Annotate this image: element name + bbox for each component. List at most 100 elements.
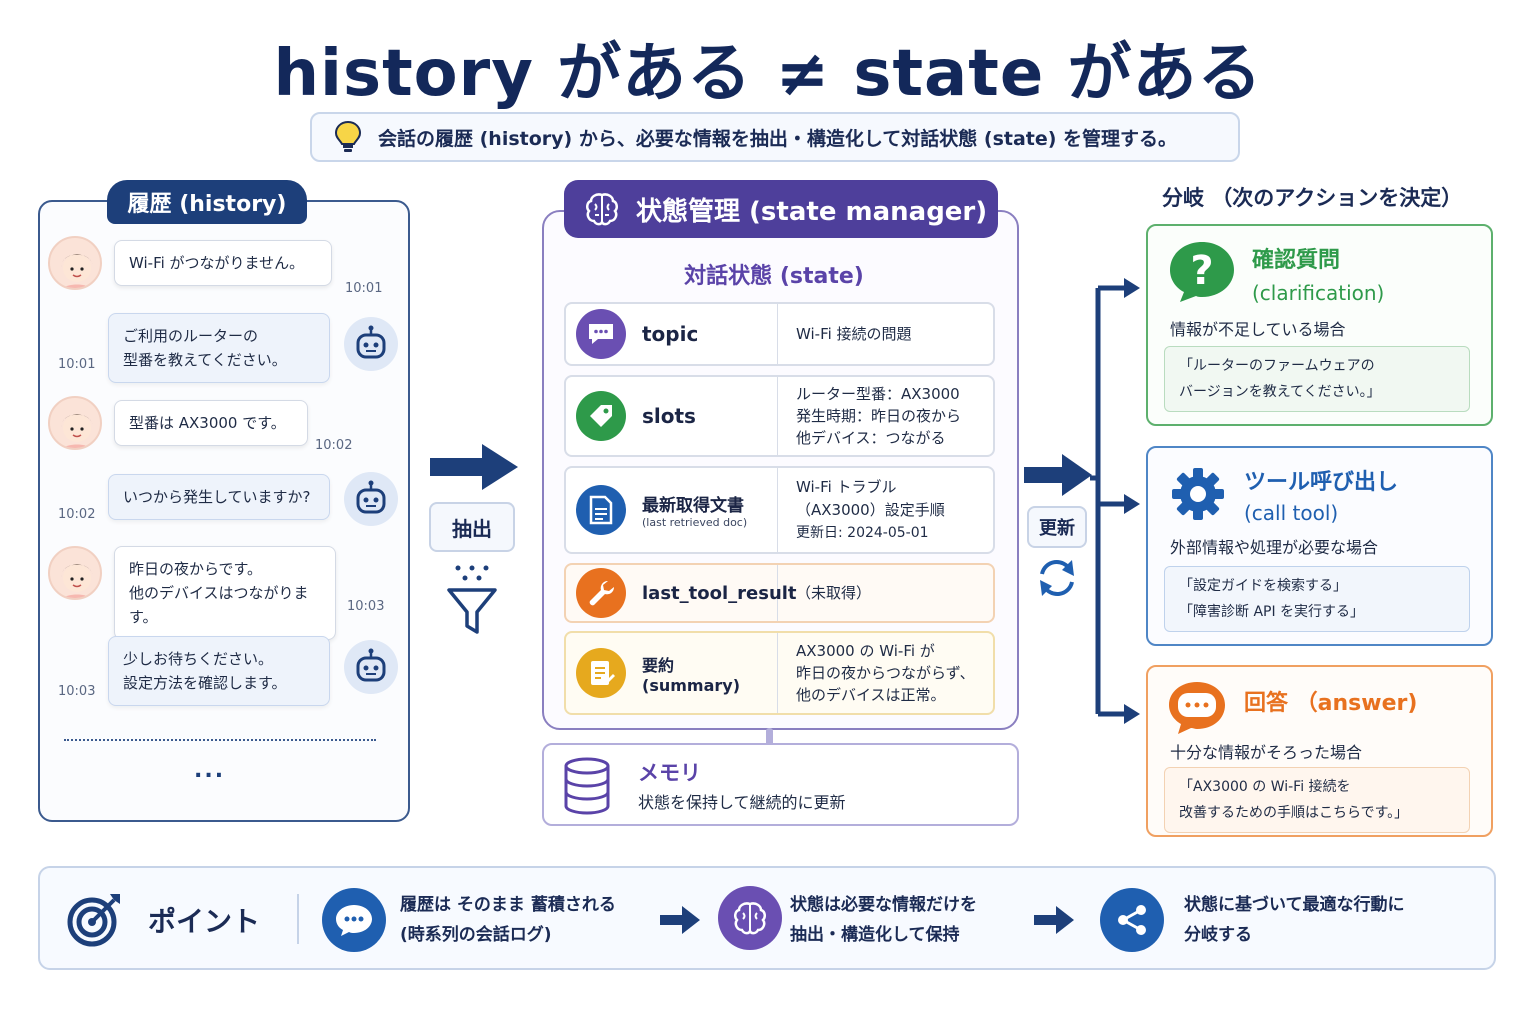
card-desc: 外部情報や処理が必要な場合 (1170, 538, 1379, 557)
point-text: 状態は必要な情報だけを 抽出・構造化して保持 (790, 890, 977, 950)
speech-bubble-icon (1169, 682, 1225, 734)
state-value: 他デバイス：つながる (796, 429, 946, 447)
bot-avatar (344, 317, 398, 371)
state-value: 更新日: 2024-05-01 (796, 524, 929, 541)
point-line: (時系列の会話ログ) (400, 925, 552, 945)
branch-title: 分岐 （次のアクションを決定） (1162, 186, 1463, 210)
history-message: 型番は AX3000 です。 (114, 400, 308, 446)
point-divider (297, 894, 299, 944)
state-key: slots (642, 404, 696, 428)
card-quote: 「AX3000 の Wi-Fi 接続を 改善するための手順はこちらです。」 (1164, 767, 1470, 833)
state-key-sub: (last retrieved doc) (642, 516, 748, 529)
branch-connector (1090, 278, 1140, 724)
brain-icon (586, 193, 618, 226)
refresh-icon (1040, 559, 1074, 597)
state-key: last_tool_result (642, 582, 797, 604)
state-value: （未取得） (796, 584, 872, 602)
card-title: 確認質問 (1252, 248, 1341, 273)
quote-line: 「設定ガイドを検索する」 (1179, 578, 1347, 594)
page-title: history がある ≠ state がある (273, 37, 1263, 111)
state-value: 発生時期：昨日の夜から (796, 407, 962, 425)
arrow-right-icon (660, 906, 700, 934)
quote-line: 改善するための手順はこちらです。」 (1179, 805, 1409, 821)
bot-avatar (344, 640, 398, 694)
robot-icon (356, 325, 386, 359)
state-value: 他のデバイスは正常。 (796, 686, 946, 704)
document-icon (576, 485, 626, 535)
point-line: 履歴は そのまま 蓄積される (400, 895, 616, 915)
point-line: 状態に基づいて最適な行動に (1184, 895, 1405, 915)
extract-arrow-icon (430, 444, 518, 490)
memory-box: メモリ 状態を保持して継続的に更新 (542, 743, 1019, 826)
quote-line: 「ルーターのファームウェアの (1179, 358, 1375, 374)
state-value: Wi-Fi トラブル (796, 477, 897, 496)
state-value: 昨日の夜からつながらず、 (796, 664, 975, 682)
card-title: ツール呼び出し (1244, 470, 1399, 495)
point-line: 状態は必要な情報だけを (790, 895, 977, 915)
history-divider (64, 739, 376, 741)
subtitle-banner: 会話の履歴 (history) から、必要な情報を抽出・構造化して対話状態 (s… (310, 112, 1240, 162)
card-desc: 十分な情報がそろった場合 (1170, 743, 1363, 762)
state-value: Wi-Fi 接続の問題 (796, 325, 912, 343)
user-avatar (48, 396, 102, 450)
history-message: 昨日の夜からです。 他のデバイスはつながります。 (114, 546, 336, 640)
quote-line: バージョンを教えてください。」 (1179, 384, 1381, 400)
state-value: ルーター型番：AX3000 (796, 385, 960, 403)
quote-line: 「障害診断 API を実行する」 (1179, 604, 1365, 620)
notepad-icon (576, 648, 626, 698)
state-key: 要約 (summary) (642, 655, 740, 695)
branch-card-call-tool: ツール呼び出し (call tool) 外部情報や処理が必要な場合 「設定ガイド… (1146, 446, 1493, 646)
branch-card-clarification: ? 確認質問 (clarification) 情報が不足している場合 「ルーター… (1146, 224, 1493, 426)
card-quote: 「設定ガイドを検索する」 「障害診断 API を実行する」 (1164, 566, 1470, 632)
state-manager-title: 状態管理 (state manager) (636, 196, 988, 227)
gear-icon (1172, 468, 1224, 520)
bot-avatar (344, 472, 398, 526)
state-row-slots: slots ルーター型番：AX3000 発生時期：昨日の夜から 他デバイス：つな… (564, 375, 995, 457)
state-title: 対話状態 (state) (684, 264, 864, 289)
card-subtitle: (call tool) (1244, 501, 1339, 525)
database-icon (564, 757, 610, 815)
state-row-last-retrieved-doc: 最新取得文書 (last retrieved doc) Wi-Fi トラブル （… (564, 466, 995, 554)
arrow-right-icon (1034, 906, 1074, 934)
card-desc: 情報が不足している場合 (1170, 320, 1346, 339)
history-more: ... (194, 758, 226, 783)
message-time: 10:03 (347, 599, 385, 614)
message-time: 10:02 (315, 438, 353, 453)
subtitle-text: 会話の履歴 (history) から、必要な情報を抽出・構造化して対話状態 (s… (378, 127, 1178, 150)
point-text: 状態に基づいて最適な行動に 分岐する (1184, 890, 1405, 950)
state-value: （AX3000）設定手順 (796, 500, 945, 519)
history-message: ご利用のルーターの 型番を教えてください。 (108, 313, 330, 383)
update-arrow-icon (1024, 454, 1092, 496)
message-time: 10:02 (58, 507, 96, 522)
point-line: 分岐する (1184, 925, 1252, 945)
card-quote: 「ルーターのファームウェアの バージョンを教えてください。」 (1164, 346, 1470, 412)
message-time: 10:03 (58, 684, 96, 699)
brain-icon (718, 886, 782, 950)
state-key: topic (642, 322, 699, 346)
robot-icon (356, 480, 386, 514)
state-key: 最新取得文書 (642, 496, 744, 516)
state-row-last-tool-result: last_tool_result （未取得） (564, 563, 995, 623)
state-value: AX3000 の Wi-Fi が (796, 642, 935, 660)
branch-card-answer: 回答 （answer) 十分な情報がそろった場合 「AX3000 の Wi-Fi… (1146, 665, 1493, 837)
share-branch-icon (1100, 888, 1164, 952)
history-message: 少しお待ちください。 設定方法を確認します。 (108, 636, 330, 706)
state-manager-header: 状態管理 (state manager) (564, 180, 998, 238)
user-avatar (48, 546, 102, 600)
message-line: 昨日の夜からです。 (129, 560, 263, 578)
wrench-icon (576, 568, 626, 618)
extract-label: 抽出 (429, 502, 515, 552)
user-face-icon (61, 564, 93, 598)
funnel-icon (447, 565, 497, 634)
lightbulb-icon (334, 120, 362, 152)
chat-bubble-icon (322, 888, 386, 952)
question-bubble-icon: ? (1170, 242, 1234, 302)
user-avatar (48, 236, 102, 290)
point-text: 履歴は そのまま 蓄積される (時系列の会話ログ) (400, 890, 616, 950)
state-row-summary: 要約 (summary) AX3000 の Wi-Fi が 昨日の夜からつながら… (564, 631, 995, 715)
history-message: Wi-Fi がつながりません。 (114, 240, 332, 286)
tag-icon (576, 391, 626, 441)
memory-title: メモリ (638, 761, 701, 785)
message-line: 設定方法を確認します。 (123, 674, 287, 692)
message-line: 他のデバイスはつながります。 (129, 584, 309, 626)
